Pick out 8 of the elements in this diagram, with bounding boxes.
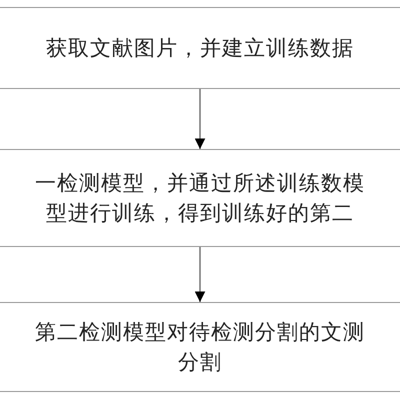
arrow — [194, 247, 206, 302]
process-box — [0, 7, 400, 89]
arrow — [194, 89, 206, 149]
step-text: 第二检测模型对待检测分割的文测分割 — [35, 319, 365, 376]
step-text: 一检测模型，并通过所述训练数模型进行训练，得到训练好的第二 — [35, 170, 365, 227]
process-box — [0, 149, 400, 247]
process-box — [0, 302, 400, 392]
step-text: 获取文献图片，并建立训练数据 — [45, 35, 355, 62]
